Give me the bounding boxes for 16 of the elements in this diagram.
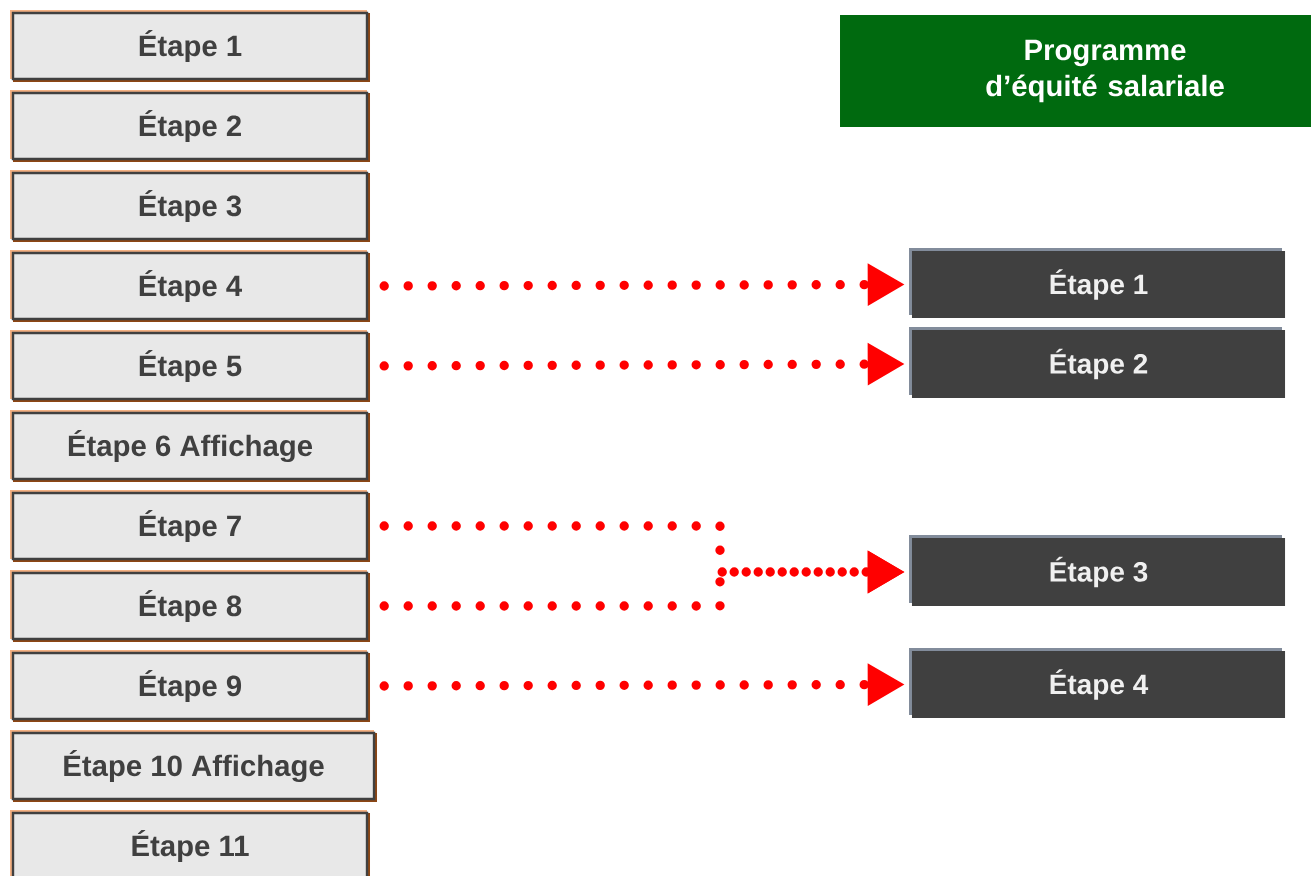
step-box: Étape 3 [909,535,1286,606]
step-box: Étape 4 [10,250,370,322]
step-box: Étape 7 [10,490,370,562]
step-box: Étape 1 [909,248,1286,318]
step-box: Étape 1 [10,10,370,82]
step-box: Étape 2 [10,90,370,162]
step-box: Étape 5 [10,330,370,402]
step-box: Étape 6 Affichage [10,410,370,482]
step-box: Étape 3 [10,170,370,242]
step-box: Étape 8 [10,570,370,642]
step-box: Étape 4 [909,648,1286,718]
step-box: Étape 9 [10,650,370,722]
step-box: Étape 11 [10,810,370,876]
step-box: Étape 10 Affichage [10,730,377,802]
step-box: Étape 2 [909,327,1286,398]
title-box: Programme d’équité salariale [840,15,1311,127]
